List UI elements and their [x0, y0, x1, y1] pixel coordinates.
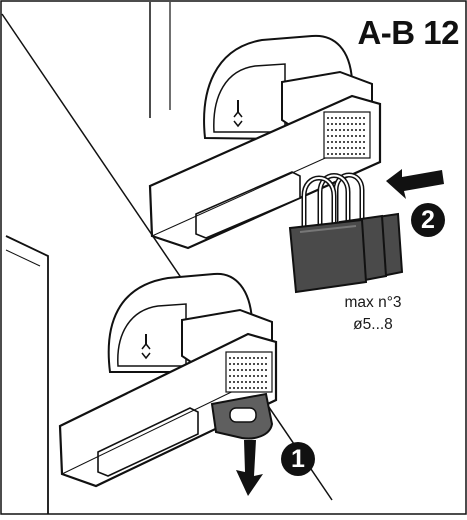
switch-symbol [141, 342, 151, 360]
cabinet-edge [5, 235, 49, 514]
overview-view [5, 235, 278, 514]
zoomed-detail-view [148, 2, 444, 294]
switch-symbol [233, 110, 243, 128]
padlock-icon [288, 175, 368, 294]
vent-grille-icon [225, 351, 273, 393]
cabinet-edge [5, 249, 41, 267]
switch-face [213, 63, 286, 133]
padlock-max-count-label: max n°3 [344, 294, 402, 311]
step-1-badge: 1 [281, 442, 315, 476]
arrow-down-icon [236, 440, 263, 496]
switch-face [117, 303, 187, 367]
padlock-diameter-label: ø5...8 [353, 316, 393, 333]
handle-edge [151, 145, 353, 237]
vent-grille-icon [323, 111, 371, 159]
handle-edge [61, 383, 249, 475]
arrow-left-icon [386, 169, 444, 199]
step-2-badge: 2 [411, 203, 445, 237]
lock-tab-hole [229, 407, 257, 423]
handle-slot [97, 407, 199, 477]
view-divider [1, 13, 333, 501]
handle-slot [195, 171, 301, 239]
figure-title: A-B 12 [357, 14, 459, 51]
